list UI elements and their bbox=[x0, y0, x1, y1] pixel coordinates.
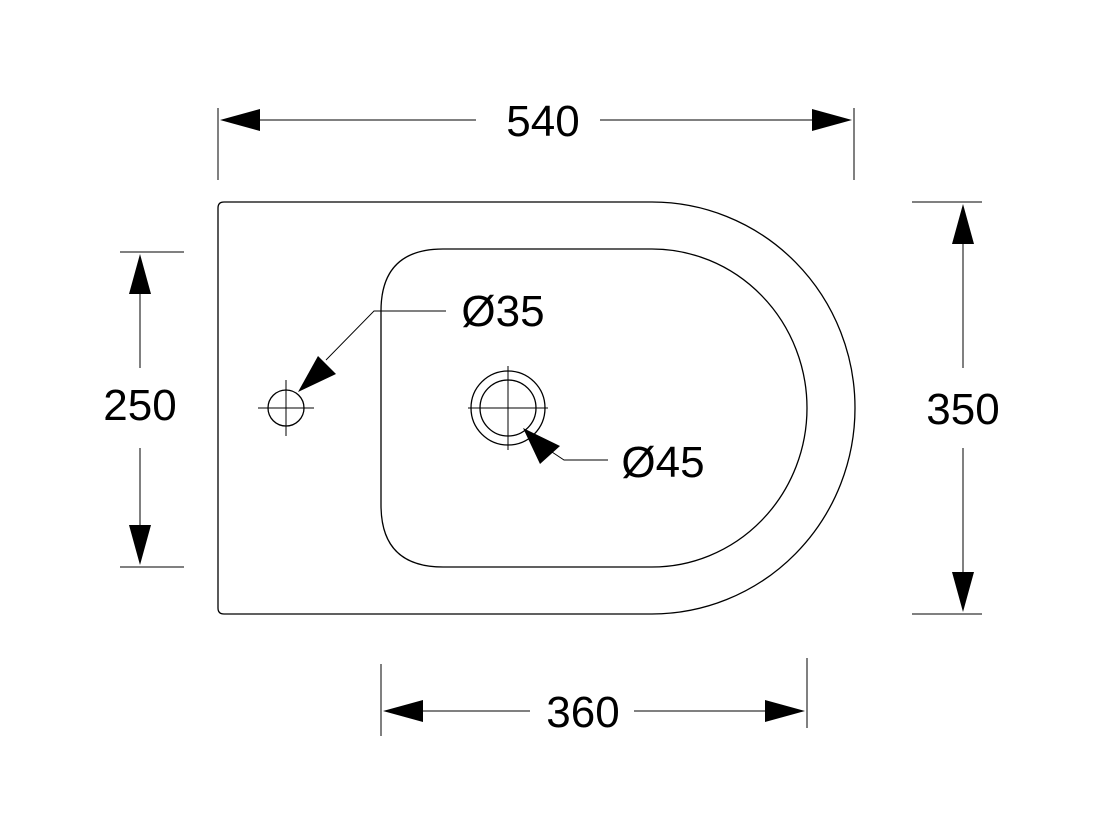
arrow-left bbox=[383, 700, 423, 722]
arrow-down bbox=[952, 572, 974, 612]
inner-bowl-outline bbox=[380, 248, 808, 568]
outer-outline bbox=[217, 201, 856, 615]
hole-label-35: Ø35 bbox=[461, 287, 544, 336]
leader-tap-hole: Ø35 bbox=[298, 287, 545, 392]
arrow-right bbox=[765, 700, 805, 722]
arrow-left bbox=[220, 109, 260, 131]
leader-arrow bbox=[523, 428, 560, 464]
dimension-360: 360 bbox=[380, 658, 808, 737]
leader-arrow bbox=[298, 356, 336, 392]
dimension-350: 350 bbox=[912, 201, 1000, 615]
arrow-right bbox=[812, 109, 852, 131]
tap-hole bbox=[258, 380, 314, 436]
arrow-up bbox=[129, 254, 151, 294]
dimension-label-250: 250 bbox=[103, 381, 176, 430]
arrow-down bbox=[129, 525, 151, 565]
dimension-540: 540 bbox=[217, 97, 855, 180]
hole-label-45: Ø45 bbox=[621, 438, 704, 487]
dimension-label-360: 360 bbox=[546, 688, 619, 737]
leader-drain-hole: Ø45 bbox=[523, 428, 705, 487]
dimension-label-350: 350 bbox=[926, 385, 999, 434]
drain-hole bbox=[468, 366, 548, 450]
dimension-label-540: 540 bbox=[506, 97, 579, 146]
arrow-up bbox=[952, 204, 974, 244]
dimension-250: 250 bbox=[103, 251, 184, 568]
